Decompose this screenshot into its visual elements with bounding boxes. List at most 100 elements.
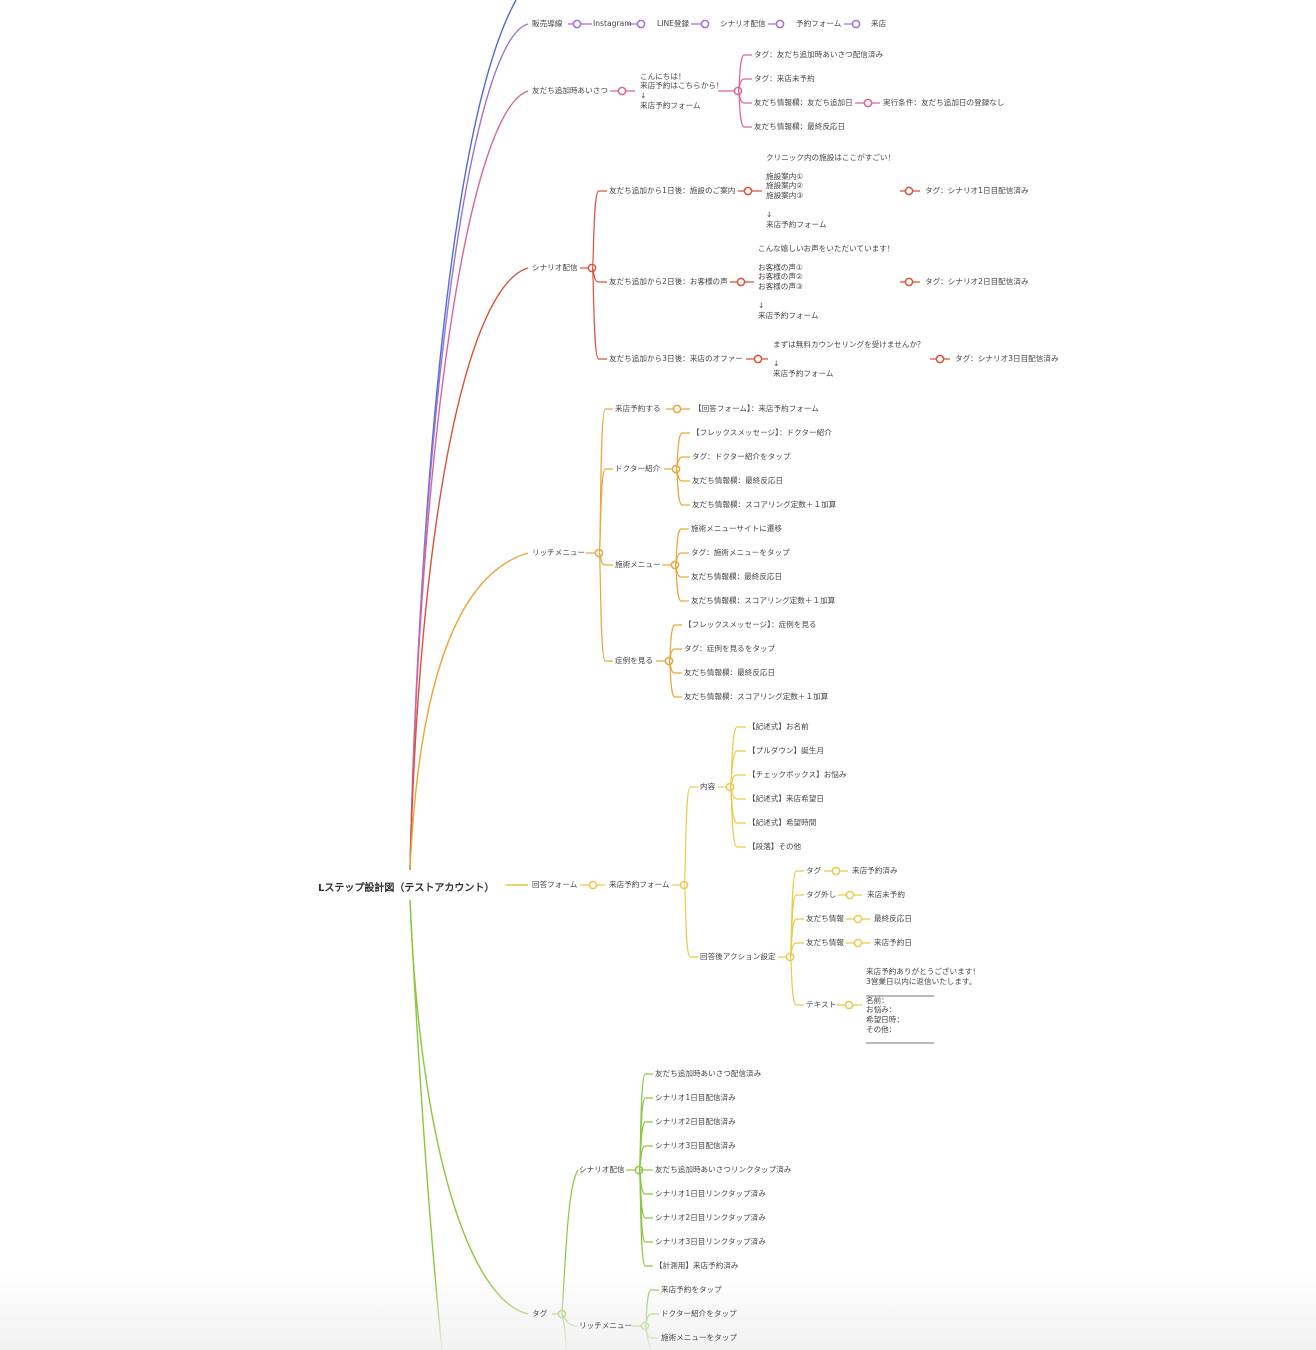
- map-node-label[interactable]: 【回答フォーム】：来店予約フォーム: [694, 404, 819, 413]
- map-node-label[interactable]: 友だち追加から1日後：施設のご案内: [609, 186, 736, 195]
- map-node-label[interactable]: Instagram: [593, 19, 632, 28]
- map-node-label[interactable]: 友だち追加から3日後：来店のオファー: [609, 354, 743, 363]
- map-node-label[interactable]: 友だち追加時あいさつリンクタップ済み: [655, 1165, 792, 1174]
- connector-line: [591, 190, 607, 269]
- collapse-toggle-icon[interactable]: [588, 880, 598, 890]
- map-node-label[interactable]: クリニック内の施設はここがすごい！ 施設案内① 施設案内② 施設案内③ ↓ 来店…: [766, 152, 896, 229]
- collapse-toggle-icon[interactable]: [572, 19, 582, 29]
- map-node-label[interactable]: 【段落】その他: [748, 842, 802, 851]
- map-node-label[interactable]: タグ：シナリオ2日目配信済み: [925, 277, 1029, 286]
- map-node-label[interactable]: 来店予約ありがとうございます！ 3営業日以内に返信いたします。 名前： お悩み：…: [866, 967, 980, 1034]
- collapse-toggle-icon[interactable]: [904, 277, 914, 287]
- map-node-label[interactable]: 【記述式】お名前: [748, 722, 809, 731]
- map-node-label[interactable]: 友だち情報欄：最終反応日: [691, 572, 783, 581]
- map-node-label[interactable]: タグ：症例を見るをタップ: [684, 644, 776, 653]
- map-node-label[interactable]: 来店予約する: [615, 404, 661, 413]
- map-node-label[interactable]: 友だち情報: [806, 914, 844, 923]
- map-node-label[interactable]: 予約フォーム: [796, 19, 842, 28]
- map-node-label[interactable]: シナリオ1日目リンクタップ済み: [655, 1189, 766, 1198]
- collapse-toggle-icon[interactable]: [700, 19, 710, 29]
- map-node-label[interactable]: タグ：ドクター紹介をタップ: [692, 452, 791, 461]
- map-node-label[interactable]: ドクター紹介をタップ: [661, 1309, 737, 1318]
- map-node-label[interactable]: LINE登録: [657, 19, 690, 28]
- map-node-label[interactable]: 友だち情報欄：最終反応日: [684, 668, 776, 677]
- map-node-label[interactable]: 【フレックスメッセージ】：ドクター紹介: [692, 428, 832, 437]
- map-node-label[interactable]: タグ外し: [806, 890, 837, 899]
- map-node-label[interactable]: シナリオ3日目リンクタップ済み: [655, 1237, 766, 1246]
- map-node-label[interactable]: 来店予約済み: [852, 866, 898, 875]
- map-node-label[interactable]: リッチメニュー: [579, 1321, 633, 1330]
- map-node-label[interactable]: 【プルダウン】誕生月: [748, 746, 824, 755]
- map-node-label[interactable]: シナリオ配信: [579, 1165, 625, 1174]
- map-node-label[interactable]: 実行条件：友だち追加日の登録なし: [883, 98, 1005, 107]
- collapse-toggle-icon[interactable]: [851, 19, 861, 29]
- map-node-label[interactable]: 来店予約フォーム: [609, 880, 670, 889]
- map-node-label[interactable]: 施術メニューサイトに遷移: [691, 524, 782, 533]
- map-node-label[interactable]: シナリオ2日目配信済み: [655, 1117, 736, 1126]
- map-node-label[interactable]: 【記述式】来店希望日: [748, 794, 824, 803]
- map-node-label[interactable]: 【記述式】希望時間: [748, 818, 817, 827]
- map-node-label[interactable]: 症例を見る: [615, 656, 653, 665]
- map-node-label[interactable]: シナリオ3日目配信済み: [655, 1141, 736, 1150]
- map-node-label[interactable]: まずは無料カウンセリングを受けませんか？ ↓ 来店予約フォーム: [773, 339, 925, 378]
- collapse-toggle-icon[interactable]: [831, 866, 841, 876]
- map-node-label[interactable]: 販売導線: [532, 19, 563, 28]
- collapse-toggle-icon[interactable]: [845, 890, 855, 900]
- map-node-label[interactable]: テキスト: [806, 1000, 837, 1009]
- map-node-label[interactable]: こんな嬉しいお声をいただいています！ お客様の声① お客様の声② お客様の声③ …: [758, 243, 895, 320]
- collapse-toggle-icon[interactable]: [853, 938, 863, 948]
- map-node-label[interactable]: 回答後アクション設定: [700, 952, 776, 961]
- map-node-label[interactable]: シナリオ2日目リンクタップ済み: [655, 1213, 766, 1222]
- map-node-label[interactable]: 施術メニューをタップ: [661, 1333, 737, 1342]
- map-node-label[interactable]: 【フレックスメッセージ】：症例を見る: [684, 620, 817, 629]
- collapse-toggle-icon[interactable]: [775, 19, 785, 29]
- map-node-label[interactable]: タグ：シナリオ1日目配信済み: [925, 186, 1029, 195]
- collapse-toggle-icon[interactable]: [863, 98, 873, 108]
- map-node-label[interactable]: 友だち追加時あいさつ: [532, 86, 608, 95]
- map-node-label[interactable]: タグ：施術メニューをタップ: [691, 548, 790, 557]
- map-node-label[interactable]: 友だち情報: [806, 938, 844, 947]
- map-node-label[interactable]: リッチメニュー: [532, 548, 586, 557]
- collapse-toggle-icon[interactable]: [935, 354, 945, 364]
- collapse-toggle-icon[interactable]: [672, 404, 682, 414]
- map-node-label[interactable]: 最終反応日: [874, 914, 912, 923]
- map-node-label[interactable]: 内容: [700, 782, 716, 791]
- map-node-label[interactable]: こんにちは！ 来店予約はこちらから！ ↓ 来店予約フォーム: [640, 71, 724, 110]
- map-node-label[interactable]: 来店未予約: [867, 890, 905, 899]
- map-node-label[interactable]: 友だち情報欄：スコアリング定数＋１加算: [684, 692, 829, 701]
- map-node-label[interactable]: タグ：友だち追加時あいさつ配信済み: [754, 50, 884, 59]
- collapse-toggle-icon[interactable]: [617, 86, 627, 96]
- map-node-label[interactable]: 友だち情報欄：最終反応日: [692, 476, 784, 485]
- collapse-toggle-icon[interactable]: [904, 186, 914, 196]
- branch-line-green: [409, 899, 443, 1350]
- map-node-label[interactable]: 友だち情報欄：友だち追加日: [754, 98, 853, 107]
- map-node-label[interactable]: 【チェックボックス】お悩み: [748, 770, 847, 779]
- collapse-toggle-icon[interactable]: [853, 914, 863, 924]
- map-node-label[interactable]: 友だち追加時あいさつ配信済み: [655, 1069, 762, 1078]
- map-node-label[interactable]: タグ：来店未予約: [754, 74, 815, 83]
- root-node-title[interactable]: Lステップ設計図（テストアカウント）: [318, 883, 495, 894]
- map-node-label[interactable]: 回答フォーム: [532, 880, 578, 889]
- map-node-label[interactable]: ドクター紹介: [615, 464, 661, 473]
- collapse-toggle-icon[interactable]: [736, 277, 746, 287]
- map-node-label[interactable]: 施術メニュー: [615, 560, 661, 569]
- map-node-label[interactable]: 【計測用】来店予約済み: [655, 1261, 739, 1270]
- map-node-label[interactable]: 友だち情報欄：最終反応日: [754, 122, 846, 131]
- collapse-toggle-icon[interactable]: [753, 354, 763, 364]
- map-node-label[interactable]: タグ：シナリオ3日目配信済み: [955, 354, 1059, 363]
- collapse-toggle-icon[interactable]: [636, 19, 646, 29]
- map-node-label[interactable]: 来店予約日: [874, 938, 912, 947]
- collapse-toggle-icon[interactable]: [743, 186, 753, 196]
- map-node-label[interactable]: 友だち追加から2日後：お客様の声: [609, 277, 728, 286]
- map-node-label[interactable]: タグ: [532, 1309, 548, 1318]
- map-node-label[interactable]: 友だち情報欄：スコアリング定数＋１加算: [692, 500, 837, 509]
- map-node-label[interactable]: タグ: [806, 866, 822, 875]
- map-node-label[interactable]: 友だち情報欄：スコアリング定数＋１加算: [691, 596, 836, 605]
- map-node-label[interactable]: 来店: [871, 19, 887, 28]
- collapse-toggle-icon[interactable]: [844, 1000, 854, 1010]
- map-node-label[interactable]: シナリオ配信: [532, 263, 578, 272]
- branch-line-orange: [409, 552, 529, 871]
- map-node-label[interactable]: シナリオ配信: [720, 19, 766, 28]
- map-node-label[interactable]: シナリオ1日目配信済み: [655, 1093, 736, 1102]
- map-node-label[interactable]: 来店予約をタップ: [661, 1285, 722, 1294]
